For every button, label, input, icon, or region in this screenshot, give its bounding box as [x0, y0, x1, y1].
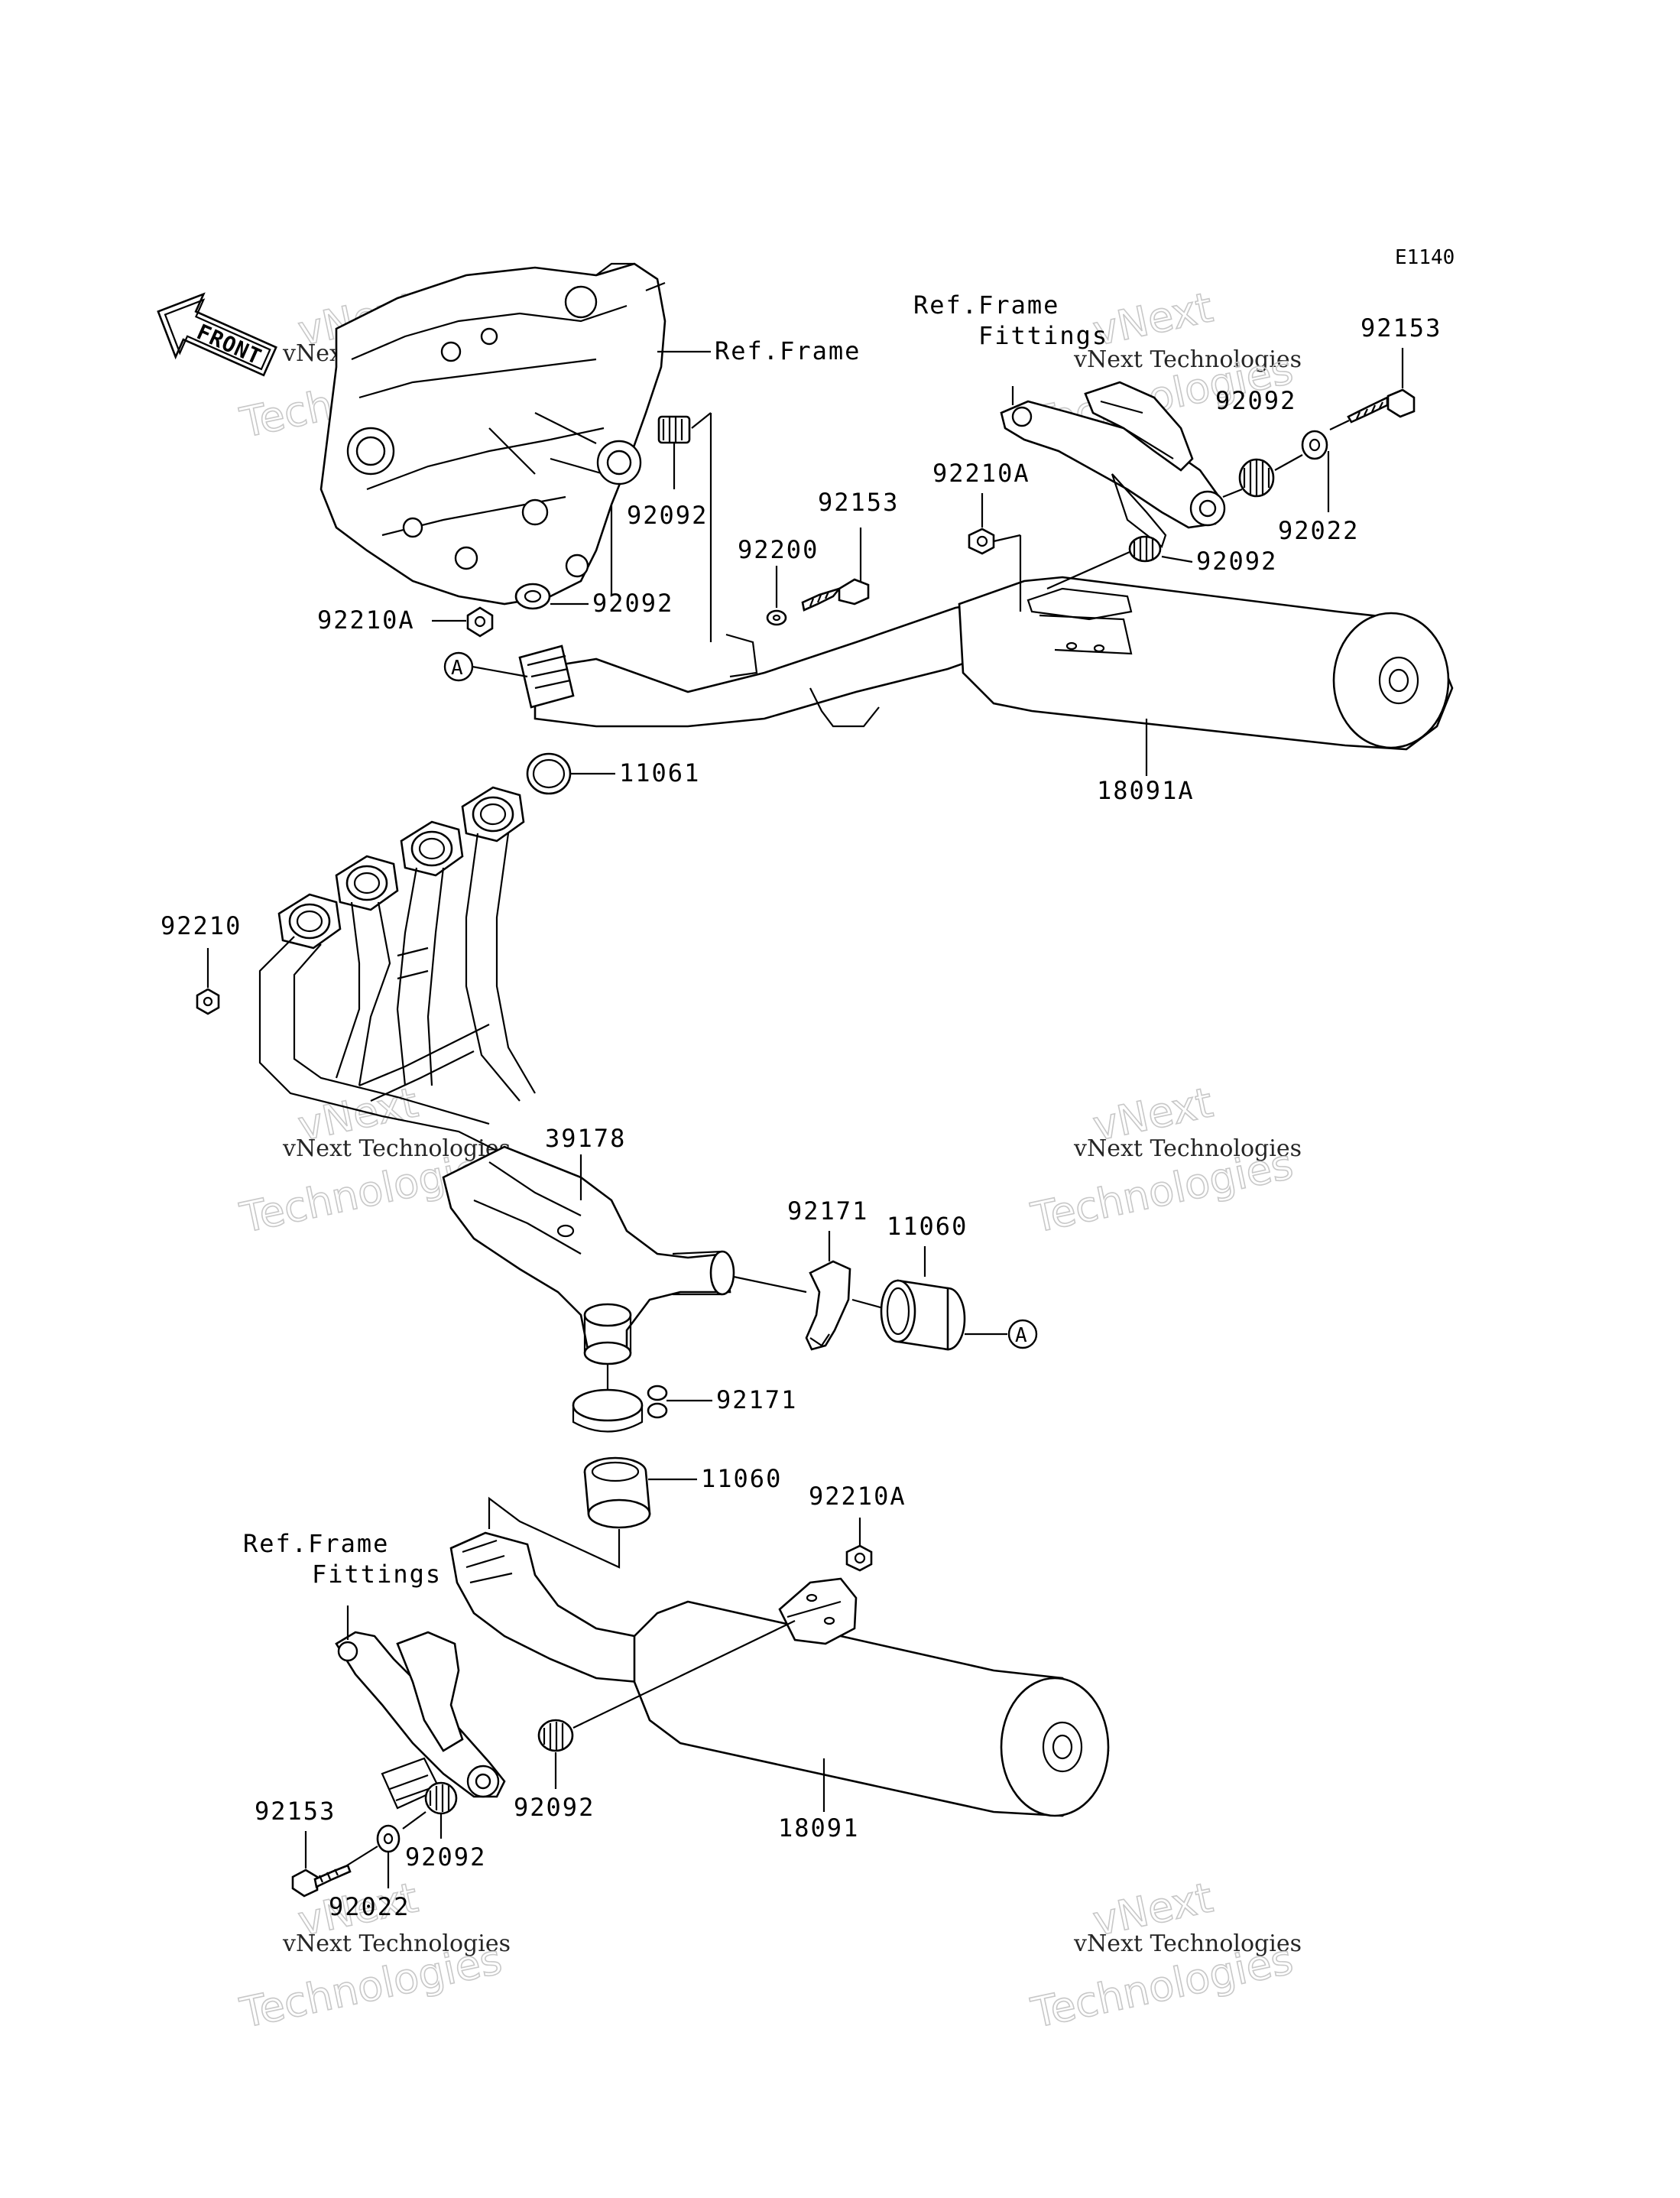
- diagram-code: E1140: [1395, 246, 1455, 269]
- nut-92092-frame-upper: [657, 415, 691, 444]
- label-92092-top-right: 92092: [1215, 386, 1296, 415]
- washer-92022-top: [1301, 430, 1328, 460]
- label-92210A-center: 92210A: [932, 459, 1030, 488]
- label-18091: 18091: [778, 1813, 859, 1842]
- label-ref-frame-fittings-top-2: Fittings: [978, 321, 1108, 350]
- leader-92153-to-washer: [1329, 420, 1350, 430]
- leader-callout-a-top: [472, 665, 528, 678]
- label-92092-bottom-mid: 92092: [514, 1793, 595, 1822]
- label-92153-center: 92153: [818, 488, 899, 517]
- nut-92092-top-right: [1238, 458, 1275, 498]
- nut-92092-bottom-mid: [537, 1719, 574, 1752]
- nut-92092-right: [1128, 535, 1162, 563]
- label-92210: 92210: [161, 911, 242, 940]
- label-ref-frame-fittings-bottom-1: Ref.Frame: [243, 1529, 389, 1558]
- fittings-bracket-top: [1000, 381, 1226, 548]
- nut-92210: [196, 988, 220, 1015]
- label-ref-frame-fittings-top-1: Ref.Frame: [913, 291, 1059, 320]
- washer-92200: [766, 609, 787, 626]
- label-92092-frame-upper: 92092: [627, 501, 708, 530]
- leader-sleeve-to-muffler: [488, 1496, 621, 1569]
- frame-body: [319, 262, 666, 606]
- label-92210A-bottom: 92210A: [809, 1482, 906, 1511]
- label-ref-frame-fittings-bottom-2: Fittings: [312, 1560, 442, 1589]
- muffler-18091A: [518, 576, 1454, 751]
- svg-text:vNext Technologies: vNext Technologies: [1073, 1930, 1302, 1957]
- sleeve-11060-right: [880, 1279, 966, 1351]
- leader-92092-tr-to-fitting: [1222, 488, 1243, 498]
- washer-92022-bottom: [376, 1824, 401, 1853]
- svg-text:A: A: [1015, 1324, 1027, 1347]
- nut-92092-frame-lower: [514, 583, 551, 610]
- nut-92210A-bottom: [845, 1544, 873, 1572]
- sleeve-11060-lower: [583, 1456, 651, 1529]
- bolt-92153-center: [801, 578, 870, 612]
- label-92210A-left: 92210A: [317, 606, 415, 635]
- label-39178: 39178: [545, 1124, 626, 1153]
- leader-92092-right-to-bracket: [1046, 550, 1130, 590]
- label-92171-lower: 92171: [716, 1385, 797, 1414]
- label-92171-right: 92171: [787, 1196, 868, 1226]
- clamp-92171-right: [805, 1260, 851, 1351]
- label-18091A: 18091A: [1097, 776, 1195, 805]
- leader-washer-to-bolt: [346, 1846, 378, 1866]
- header-pipes-39178: [258, 786, 735, 1365]
- clamp-92171-lower: [572, 1385, 668, 1433]
- svg-text:vNext Technologies: vNext Technologies: [282, 1135, 511, 1162]
- label-92022-top: 92022: [1278, 516, 1359, 545]
- nut-92092-bottom-left: [424, 1781, 458, 1815]
- label-92022-bottom: 92022: [329, 1892, 410, 1921]
- leader-92092-right: [1161, 555, 1193, 563]
- leader-92092-to-muffler-bracket: [572, 1620, 796, 1729]
- leader-frame-upper-bracket: [691, 412, 712, 429]
- svg-text:vNext Technologies: vNext Technologies: [1073, 1135, 1302, 1162]
- watermark-top-right: vNext vNext Technologies Technologies: [1026, 282, 1302, 447]
- leader-collector-to-clamp: [733, 1275, 807, 1294]
- watermark-bottom-right: vNext vNext Technologies Technologies: [1026, 1872, 1302, 2037]
- nut-92210A-left: [466, 606, 494, 638]
- muffler-18091: [449, 1531, 1110, 1817]
- label-92153-top: 92153: [1361, 313, 1442, 343]
- nut-92210A-center: [968, 528, 995, 555]
- label-92092-frame-lower: 92092: [592, 589, 673, 618]
- fittings-bracket-bottom: [335, 1631, 506, 1810]
- bolt-92153-top: [1347, 388, 1416, 424]
- leader-92022-to-nut: [1274, 454, 1303, 471]
- label-11060-right: 11060: [887, 1212, 968, 1241]
- bolt-92153-bottom: [291, 1864, 352, 1898]
- leader-92210A-center-to-bracket: [993, 534, 1021, 543]
- gasket-11061: [526, 752, 572, 795]
- label-92200: 92200: [738, 535, 819, 564]
- watermark-mid-right: vNext vNext Technologies Technologies: [1026, 1077, 1302, 1242]
- svg-text:vNext Technologies: vNext Technologies: [282, 1930, 511, 1957]
- label-92153-bottom: 92153: [255, 1797, 336, 1826]
- callout-a-top: A: [443, 651, 474, 682]
- svg-text:A: A: [451, 657, 463, 680]
- label-92092-right: 92092: [1196, 547, 1277, 576]
- svg-text:vNext Technologies: vNext Technologies: [1073, 346, 1302, 373]
- label-92092-bottom-left: 92092: [405, 1842, 486, 1872]
- front-arrow-icon: FRONT: [157, 292, 277, 377]
- label-11061: 11061: [619, 758, 700, 787]
- leader-92092-to-washer: [402, 1811, 426, 1830]
- callout-a-right: A: [1007, 1319, 1038, 1349]
- label-ref-frame-top: Ref.Frame: [715, 336, 861, 365]
- label-11060-lower: 11060: [701, 1464, 782, 1493]
